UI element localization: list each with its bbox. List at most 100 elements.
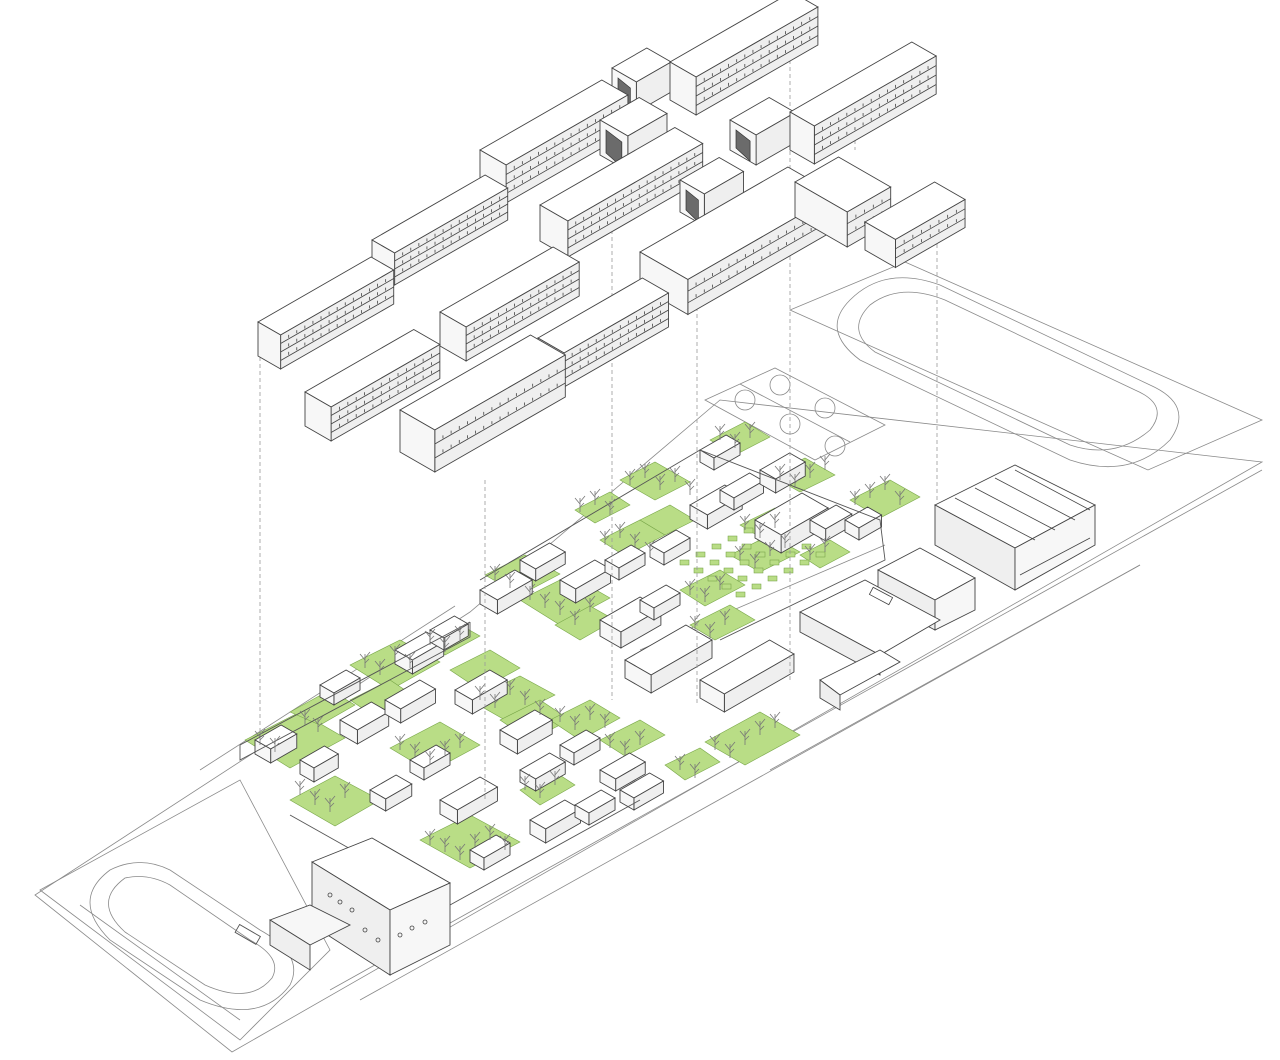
tree bbox=[554, 598, 566, 615]
tree bbox=[614, 521, 626, 538]
tree bbox=[489, 563, 501, 580]
gymnasium-building bbox=[268, 837, 451, 976]
tree bbox=[754, 521, 766, 538]
perimeter-wall bbox=[479, 449, 886, 641]
tree bbox=[574, 495, 586, 512]
ground-building-block bbox=[559, 729, 601, 766]
tree bbox=[704, 621, 716, 638]
plaza-tile bbox=[767, 575, 778, 582]
tree bbox=[849, 488, 861, 505]
plaza-tile bbox=[753, 567, 764, 574]
tree bbox=[689, 761, 701, 778]
plaza-tile bbox=[743, 527, 754, 534]
green-space bbox=[619, 461, 691, 501]
tree bbox=[312, 715, 324, 732]
tree bbox=[674, 753, 686, 770]
tree bbox=[639, 461, 651, 478]
tree bbox=[539, 591, 551, 608]
tree bbox=[894, 488, 906, 505]
tree bbox=[409, 741, 421, 758]
ground-building-block bbox=[649, 529, 691, 566]
tree bbox=[879, 473, 891, 490]
tree bbox=[684, 578, 696, 595]
exploded-upper-floors bbox=[257, 0, 966, 473]
upper-floor-block bbox=[439, 246, 581, 362]
green-space bbox=[689, 604, 756, 641]
ground-building-block bbox=[479, 569, 534, 615]
tree bbox=[484, 823, 496, 840]
tree bbox=[654, 473, 666, 490]
tree bbox=[804, 461, 816, 478]
tree bbox=[339, 781, 351, 798]
plaza-tile bbox=[679, 559, 690, 566]
tree bbox=[729, 431, 741, 448]
tree bbox=[424, 828, 436, 845]
tree bbox=[619, 738, 631, 755]
plaza-tile bbox=[783, 567, 794, 574]
tree bbox=[599, 528, 611, 545]
upper-floor-block bbox=[639, 166, 837, 316]
upper-floor-block bbox=[729, 96, 797, 166]
green-space bbox=[704, 711, 801, 766]
tree bbox=[804, 543, 816, 560]
plaza-tile bbox=[727, 535, 738, 542]
tree bbox=[359, 651, 371, 668]
tree bbox=[644, 539, 656, 556]
ground-building-block bbox=[759, 452, 807, 494]
tree bbox=[769, 511, 781, 528]
plaza-tile bbox=[721, 583, 732, 590]
green-space bbox=[289, 775, 381, 827]
tree bbox=[519, 773, 531, 790]
ground-building-block bbox=[599, 752, 647, 792]
ground-building-block bbox=[639, 584, 681, 621]
tree bbox=[489, 691, 501, 708]
tree bbox=[439, 738, 451, 755]
plaza-tile bbox=[755, 551, 766, 558]
ground-building-block bbox=[439, 776, 499, 825]
tree bbox=[774, 463, 786, 480]
tree bbox=[789, 471, 801, 488]
tree bbox=[454, 623, 466, 640]
upper-floor-block bbox=[257, 256, 395, 370]
tree bbox=[524, 583, 536, 600]
tree bbox=[604, 731, 616, 748]
tree bbox=[624, 468, 636, 485]
upper-floor-block bbox=[679, 156, 745, 227]
ground-building-block bbox=[254, 724, 298, 764]
perimeter-wall bbox=[239, 622, 471, 761]
plaza-tile bbox=[725, 551, 736, 558]
plaza-tile bbox=[751, 583, 762, 590]
plaza-tile bbox=[799, 559, 810, 566]
tree bbox=[424, 748, 436, 765]
plaza-tile bbox=[785, 551, 796, 558]
tree bbox=[719, 608, 731, 625]
tree bbox=[599, 711, 611, 728]
tree bbox=[634, 728, 646, 745]
tree bbox=[469, 831, 481, 848]
tree bbox=[554, 705, 566, 722]
green-space bbox=[599, 719, 666, 757]
tree bbox=[669, 465, 681, 482]
plaza-tile bbox=[709, 559, 720, 566]
tree bbox=[724, 741, 736, 758]
tree bbox=[374, 658, 386, 675]
tree bbox=[604, 498, 616, 515]
tree bbox=[389, 643, 401, 660]
tree bbox=[439, 835, 451, 852]
plaza-tile bbox=[739, 559, 750, 566]
tree bbox=[589, 488, 601, 505]
plaza-tile bbox=[741, 543, 752, 550]
plaza-tile bbox=[695, 551, 706, 558]
upper-floor-block bbox=[539, 126, 704, 258]
plaza-tile bbox=[723, 567, 734, 574]
tree bbox=[499, 833, 511, 850]
tree bbox=[549, 768, 561, 785]
ground-building-block bbox=[844, 506, 883, 541]
ground-building-block bbox=[559, 559, 612, 604]
tree bbox=[504, 678, 516, 695]
tree bbox=[744, 421, 756, 438]
upper-floor-block bbox=[399, 334, 567, 473]
trees bbox=[254, 421, 906, 860]
ground-building-block bbox=[469, 834, 511, 871]
